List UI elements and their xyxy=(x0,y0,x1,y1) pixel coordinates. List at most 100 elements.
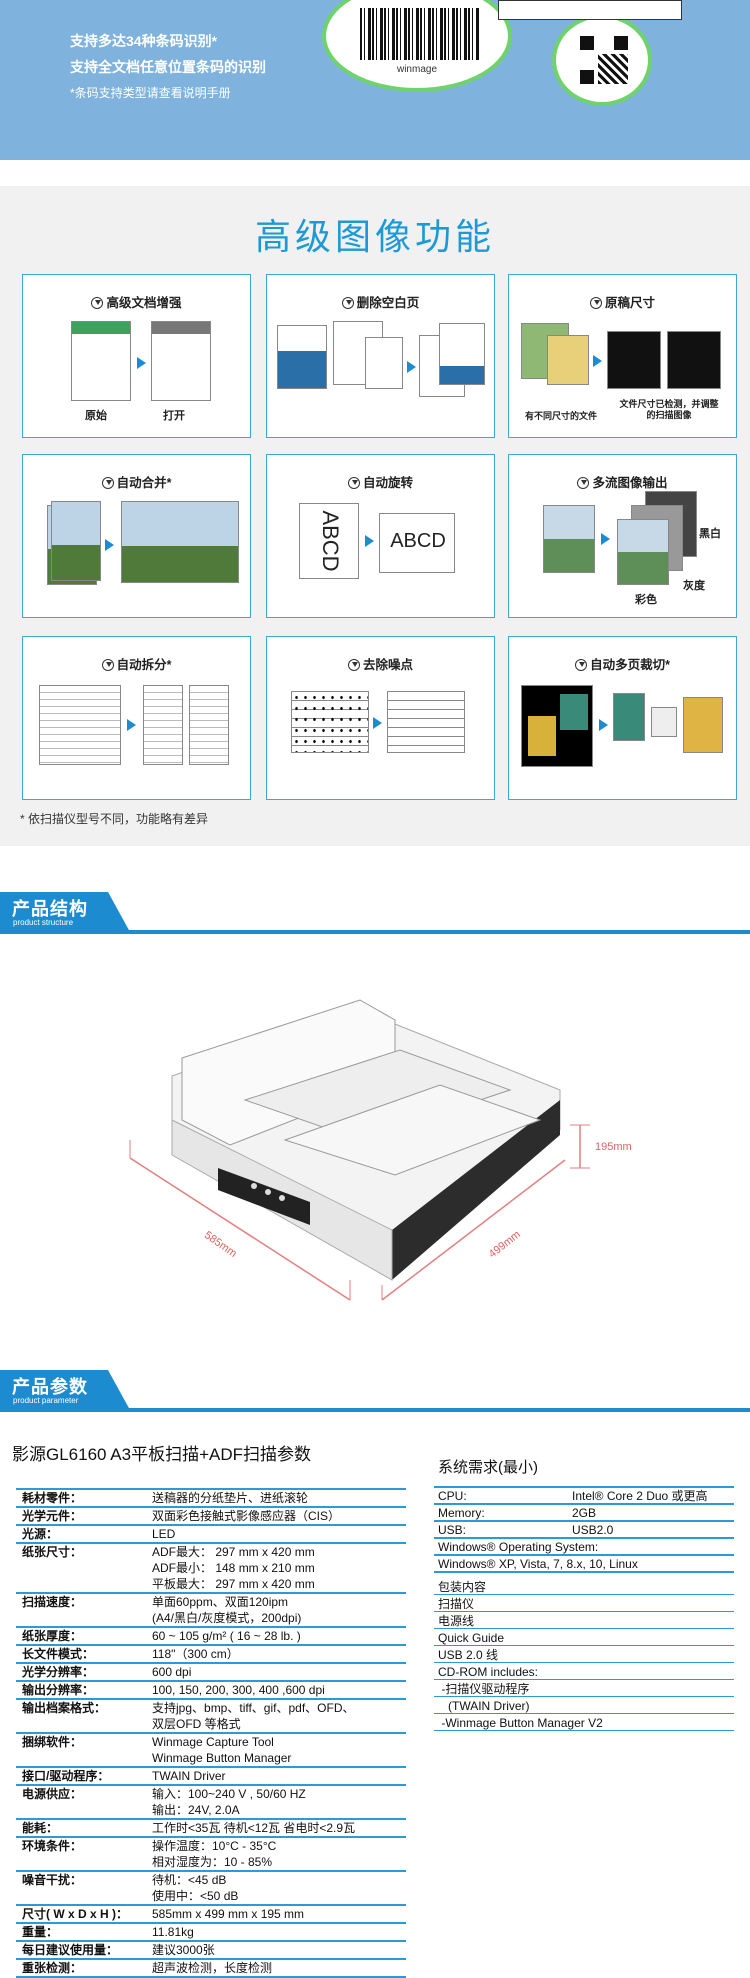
spec-value: 11.81kg xyxy=(152,1925,194,1939)
spec-value: ADF最小： 148 mm x 210 mm xyxy=(152,1561,315,1575)
spec-value: 工作时<35瓦 待机<12瓦 省电时<2.9瓦 xyxy=(152,1821,356,1835)
chevron-down-icon xyxy=(101,659,114,671)
feature-card-multi-crop: 自动多页裁切* xyxy=(508,636,737,800)
spec-value: 585mm x 499 mm x 195 mm xyxy=(152,1907,305,1921)
spec-row: 噪音干扰： 待机：<45 dB 使用中：<50 dB xyxy=(16,1872,406,1905)
spec-value: 双层OFD 等格式 xyxy=(152,1717,241,1731)
label-different-sizes: 有不同尺寸的文件 xyxy=(524,411,597,421)
feature-card-denoise: 去除噪点 xyxy=(266,636,495,800)
row-divider xyxy=(434,1520,734,1522)
spec-value: 100, 150, 200, 300, 400 ,600 dpi xyxy=(152,1683,325,1697)
feature-title: 去除噪点 xyxy=(362,658,413,672)
row-divider xyxy=(434,1679,734,1680)
split-page-icon xyxy=(143,685,183,765)
row-divider xyxy=(16,1644,406,1646)
row-divider xyxy=(16,1592,406,1594)
feature-card-blank-page: 删除空白页 xyxy=(266,274,495,438)
scanner-illustration: 195mm 585mm 499mm xyxy=(129,999,632,1301)
arrow-right-icon xyxy=(373,717,382,729)
label-gray: 灰度 xyxy=(683,580,705,592)
row-divider xyxy=(434,1645,734,1646)
spec-value: 单面60ppm、双面120ipm xyxy=(152,1595,289,1609)
package-item: CD-ROM includes: xyxy=(438,1665,539,1679)
chevron-down-icon xyxy=(101,477,114,489)
row-divider xyxy=(434,1537,734,1539)
barcode-caption: winmage xyxy=(396,64,438,75)
row-divider xyxy=(16,1870,406,1872)
spec-row: 输出档案格式：支持jpg、bmp、tiff、gif、pdf、OFD、双层OFD … xyxy=(16,1700,406,1733)
spec-key: 光源： xyxy=(22,1527,59,1541)
upright-text: ABCD xyxy=(390,530,446,552)
color-output-icon xyxy=(617,519,669,585)
sys-key: Memory: xyxy=(438,1506,485,1520)
feature-title: 自动合并* xyxy=(116,476,172,490)
arrow-right-icon xyxy=(105,539,114,551)
label-bw: 黑白 xyxy=(699,528,721,540)
enhanced-document-icon xyxy=(151,321,211,401)
chevron-down-icon xyxy=(91,297,104,309)
row-divider xyxy=(16,1732,406,1734)
feature-card-auto-merge: 自动合并* xyxy=(22,454,251,618)
feature-card-multistream: 多流图像输出 黑白 灰度 彩色 xyxy=(508,454,737,618)
sys-key: Windows® Operating System: xyxy=(438,1540,599,1554)
spec-value: 平板最大： 297 mm x 420 mm xyxy=(152,1577,315,1591)
package-item: 包装内容 xyxy=(438,1580,487,1594)
spec-row: 长文件模式：118"（300 cm） xyxy=(16,1646,406,1663)
sys-req-heading: 系统需求(最小) xyxy=(438,1459,538,1476)
dim-width-label: 499mm xyxy=(487,1228,523,1260)
package-item: (TWAIN Driver) xyxy=(438,1699,530,1713)
spec-key: 尺寸( W x D x H )： xyxy=(22,1907,129,1921)
qr-code-illustration xyxy=(552,14,652,106)
feature-card-auto-split: 自动拆分* xyxy=(22,636,251,800)
source-photo-icon xyxy=(543,505,595,573)
spec-value: Winmage Button Manager xyxy=(152,1751,292,1765)
row-divider xyxy=(16,1524,406,1526)
spec-key: 接口/驱动程序： xyxy=(22,1769,110,1783)
row-divider xyxy=(16,1506,406,1508)
chevron-down-icon xyxy=(347,659,360,671)
row-divider xyxy=(434,1628,734,1629)
arrow-right-icon xyxy=(365,535,374,547)
row-divider xyxy=(434,1662,734,1663)
spec-row: 接口/驱动程序：TWAIN Driver xyxy=(16,1768,406,1785)
row-divider xyxy=(16,1922,406,1924)
row-divider xyxy=(16,1904,406,1906)
spec-value: 建议3000张 xyxy=(152,1943,215,1957)
label-open: 打开 xyxy=(163,410,185,422)
spec-row: 尺寸( W x D x H )： 585mm x 499 mm x 195 mm xyxy=(16,1906,406,1923)
row-divider xyxy=(434,1486,734,1488)
spec-value: 使用中：<50 dB xyxy=(152,1889,239,1903)
spec-key: 纸张尺寸： xyxy=(22,1545,83,1559)
package-item: -Winmage Button Manager V2 xyxy=(438,1716,603,1730)
banner-line-2: 支持全文档任意位置条码的识别 xyxy=(70,59,266,75)
row-divider xyxy=(434,1554,734,1556)
sys-key: USB: xyxy=(438,1523,467,1537)
spec-key: 噪音干扰： xyxy=(22,1873,83,1887)
spec-value: 超声波检测，长度检测 xyxy=(152,1961,273,1975)
chevron-down-icon xyxy=(589,297,602,309)
spec-value: LED xyxy=(152,1527,176,1541)
spec-key: 环境条件： xyxy=(22,1839,83,1853)
spec-value: Winmage Capture Tool xyxy=(152,1735,274,1749)
spec-row: 输出分辨率：100, 150, 200, 300, 400 ,600 dpi xyxy=(16,1682,406,1699)
spec-key: 能耗： xyxy=(22,1821,59,1835)
sys-key: Windows® XP, Vista, 7, 8.x, 10, Linux xyxy=(438,1557,638,1571)
spec-value: 600 dpi xyxy=(152,1665,192,1679)
sys-row: Windows® Operating System: xyxy=(438,1539,598,1555)
merged-page-icon xyxy=(121,501,239,583)
row-divider xyxy=(16,1542,406,1544)
sys-value: Intel® Core 2 Duo 或更高 xyxy=(572,1489,708,1503)
sys-row: CPU:Intel® Core 2 Duo 或更高 xyxy=(438,1488,708,1504)
spec-key: 重量： xyxy=(22,1925,59,1939)
cropped-image-icon xyxy=(683,697,723,753)
spec-value: 待机：<45 dB xyxy=(152,1873,227,1887)
scanned-image-icon xyxy=(667,331,721,389)
sys-row: Windows® XP, Vista, 7, 8.x, 10, Linux xyxy=(438,1556,638,1572)
row-divider xyxy=(434,1696,734,1697)
row-divider xyxy=(434,1730,734,1731)
spec-row: 能耗： 工作时<35瓦 待机<12瓦 省电时<2.9瓦 xyxy=(16,1820,406,1837)
split-page-icon xyxy=(189,685,229,765)
arrow-right-icon xyxy=(599,719,608,731)
params-header: 产品参数 product parameter xyxy=(0,1370,750,1414)
